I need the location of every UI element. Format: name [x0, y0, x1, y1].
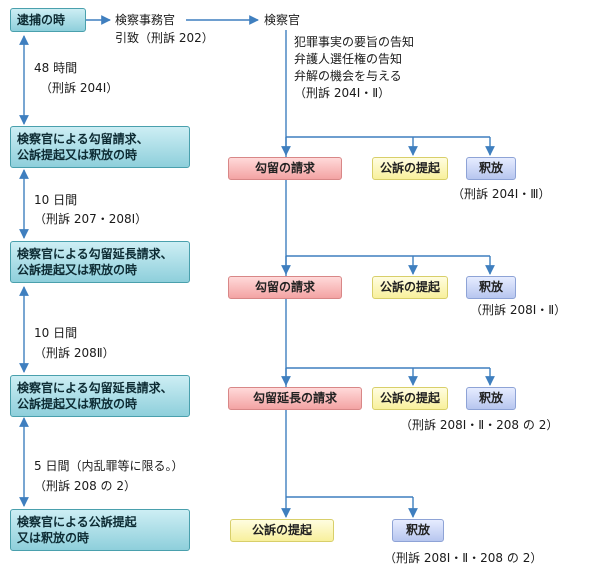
stage-arrest: 逮捕の時 [10, 8, 86, 32]
interval-duration-1: 48 時間 [34, 61, 78, 75]
option-release-3: 釈放 [466, 387, 516, 410]
option-release-1: 釈放 [466, 157, 516, 180]
interval-duration-2: 10 日間 [34, 193, 78, 207]
option-indict-1: 公訴の提起 [372, 157, 448, 180]
option-ref-2: （刑訴 208Ⅰ・Ⅱ） [470, 303, 567, 317]
interval-ref-3: （刑訴 208Ⅱ） [34, 346, 115, 360]
transfer-ref-label: 引致（刑訴 202） [115, 31, 214, 45]
option-extension-request-3: 勾留延長の請求 [228, 387, 362, 410]
option-indict-3: 公訴の提起 [372, 387, 448, 410]
interval-duration-4: 5 日間（内乱罪等に限る。） [34, 459, 184, 473]
prosecutor-label: 検察官 [264, 13, 301, 27]
stage-extension-request-2: 検察官による勾留延長請求、 公訴提起又は釈放の時 [10, 375, 190, 417]
option-detain-request-2: 勾留の請求 [228, 276, 342, 299]
option-ref-1: （刑訴 204Ⅰ・Ⅲ） [452, 187, 551, 201]
option-ref-4: （刑訴 208Ⅰ・Ⅱ・208 の 2） [384, 551, 543, 565]
option-indict-4: 公訴の提起 [230, 519, 334, 542]
interval-duration-3: 10 日間 [34, 326, 78, 340]
option-ref-3: （刑訴 208Ⅰ・Ⅱ・208 の 2） [400, 418, 559, 432]
option-release-2: 釈放 [466, 276, 516, 299]
option-release-4: 釈放 [392, 519, 444, 542]
interval-ref-1: （刑訴 204Ⅰ） [40, 81, 119, 95]
interval-ref-4: （刑訴 208 の 2） [34, 479, 136, 493]
option-indict-2: 公訴の提起 [372, 276, 448, 299]
stage-extension-request-1: 検察官による勾留延長請求、 公訴提起又は釈放の時 [10, 241, 190, 283]
interval-ref-2: （刑訴 207・208Ⅰ） [34, 212, 148, 226]
officer-transfer-label: 検察事務官 [115, 13, 176, 27]
option-detain-request-1: 勾留の請求 [228, 157, 342, 180]
stage-indictment-or-release: 検察官による公訴提起 又は釈放の時 [10, 509, 190, 551]
prosecutor-notice: 犯罪事実の要旨の告知 弁護人選任権の告知 弁解の機会を与える （刑訴 204Ⅰ・… [294, 35, 415, 100]
stage-detention-request: 検察官による勾留請求、 公訴提起又は釈放の時 [10, 126, 190, 168]
